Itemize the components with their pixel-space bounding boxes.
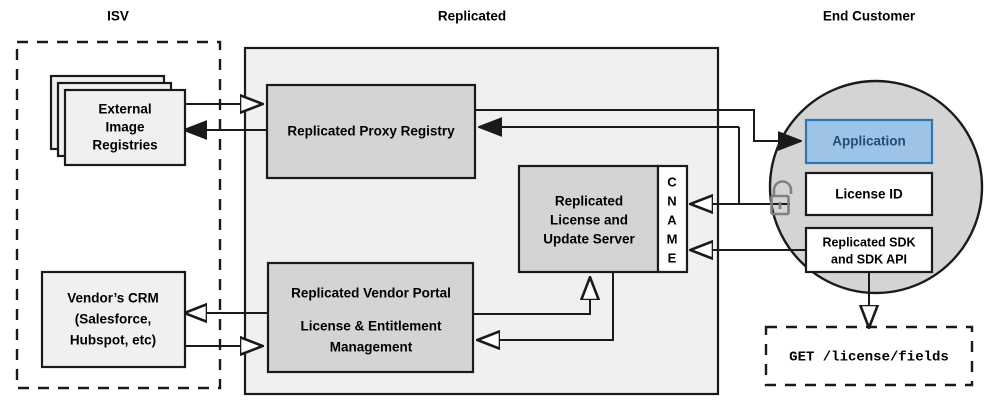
unlocked-padlock-icon <box>770 180 793 216</box>
cname-box <box>656 164 689 274</box>
cname-node[interactable]: C N A M E <box>656 164 689 274</box>
replicated-license-update-server-node[interactable]: Replicated License and Update Server <box>517 164 660 274</box>
license-update-server-line2: License and <box>550 213 628 228</box>
replicated-vendor-portal-box <box>266 261 475 374</box>
license-update-server-line1: Replicated <box>555 194 623 209</box>
vendors-crm-line3: Hubspot, etc) <box>70 333 156 348</box>
vendor-portal-line3: Management <box>330 340 413 355</box>
connector-license-server-to-vendor-portal <box>478 272 614 340</box>
replicated-license-update-server-box <box>517 164 660 274</box>
application-node[interactable]: Application <box>804 118 934 165</box>
replicated-sdk-line1: Replicated SDK <box>822 235 915 249</box>
isv-zone-boundary <box>15 40 222 390</box>
replicated-sdk-node[interactable]: Replicated SDK and SDK API <box>804 226 934 274</box>
replicated-vendor-portal-node[interactable]: Replicated Vendor Portal License & Entit… <box>266 261 475 374</box>
replicated-sdk-line2: and SDK API <box>831 252 907 266</box>
external-image-registries-line2: Image <box>105 120 145 135</box>
vendors-crm-line2: (Salesforce, <box>75 312 152 327</box>
cname-letter-0: C <box>667 174 677 189</box>
license-id-label: License ID <box>835 187 903 202</box>
replicated-proxy-registry-box <box>265 83 477 180</box>
zone-title-replicated: Replicated <box>438 9 506 24</box>
cname-letter-2: A <box>667 212 677 227</box>
api-request-boundary <box>764 325 974 387</box>
application-label: Application <box>832 134 906 149</box>
external-image-registries-line1: External <box>98 102 151 117</box>
replicated-sdk-box <box>804 226 934 274</box>
application-box <box>804 118 934 165</box>
api-request-node[interactable]: GET /license/fields <box>764 325 974 387</box>
license-id-node[interactable]: License ID <box>804 171 934 217</box>
zone-title-isv: ISV <box>107 9 129 24</box>
connector-proxy-to-application <box>475 109 800 141</box>
cname-letter-4: E <box>668 250 677 265</box>
vendor-portal-line1: Replicated Vendor Portal <box>291 286 451 301</box>
external-image-registries-line3: Registries <box>92 138 157 153</box>
external-image-registries-node[interactable]: External Image Registries <box>49 74 187 167</box>
zone-title-end-customer: End Customer <box>823 9 916 24</box>
vendors-crm-node[interactable]: Vendor’s CRM (Salesforce, Hubspot, etc) <box>40 270 187 369</box>
vendors-crm-box <box>40 270 187 369</box>
license-id-box <box>804 171 934 217</box>
license-update-server-line3: Update Server <box>543 232 635 247</box>
registry-stack-front <box>63 88 187 167</box>
replicated-proxy-registry-label: Replicated Proxy Registry <box>287 124 455 139</box>
cname-letter-3: M <box>667 231 678 246</box>
cname-letter-1: N <box>667 193 676 208</box>
api-request-label: GET /license/fields <box>789 350 949 366</box>
replicated-proxy-registry-node[interactable]: Replicated Proxy Registry <box>265 83 477 180</box>
vendor-portal-line2: License & Entitlement <box>300 319 442 334</box>
connector-vendor-portal-to-license-server <box>473 278 590 315</box>
vendors-crm-line1: Vendor’s CRM <box>67 291 159 306</box>
